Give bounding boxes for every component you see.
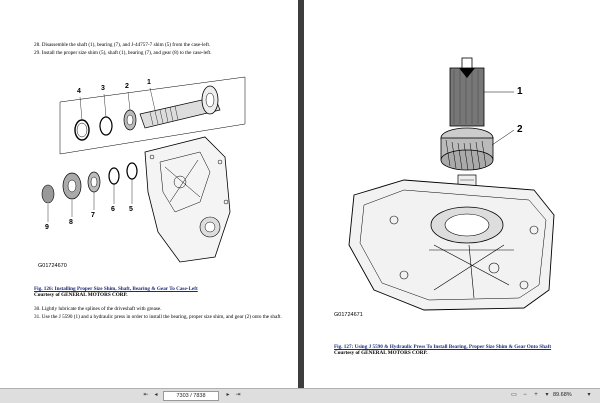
image-id: G01724670 [38,263,67,269]
zoom-out-icon[interactable]: − [523,392,527,398]
courtesy-line: Courtesy of GENERAL MOTORS CORP. [34,292,128,298]
zoom-select-icon[interactable]: ▾ [545,392,549,398]
figure-title-link[interactable]: Fig. 126: Installing Proper Size Shim, S… [34,286,198,292]
step-29: 29. Install the proper size shim (5), sh… [34,50,212,56]
document-viewer[interactable]: 28. Disassemble the shaft (1), bearing (… [0,0,600,388]
zoom-in-icon[interactable]: + [534,392,538,398]
next-page-button[interactable]: ▸ [226,392,230,398]
exploded-shaft-diagram [41,76,246,263]
callout-9: 9 [45,224,49,231]
callout-2: 2 [125,83,129,90]
callout-3: 3 [101,85,105,92]
press-installation-diagram [348,57,555,311]
first-page-button[interactable]: ⇤ [143,392,149,398]
callout-1: 1 [517,86,523,97]
figure-title-link[interactable]: Fig. 127: Using J 5590 & Hydraulic Press… [334,344,552,350]
image-id: G01724671 [334,312,363,318]
callout-5: 5 [129,206,133,213]
courtesy-line: Courtesy of GENERAL MOTORS CORP. [334,350,428,356]
last-page-button[interactable]: ⇥ [235,392,241,398]
page-left: 28. Disassemble the shaft (1), bearing (… [0,0,298,388]
callout-6: 6 [111,206,115,213]
callout-2: 2 [517,124,523,135]
zoom-level[interactable]: 89.68% [553,392,572,398]
figure-caption: Fig. 127: Using J 5590 & Hydraulic Press… [334,344,596,356]
figure-caption: Fig. 126: Installing Proper Size Shim, S… [34,286,284,298]
prev-page-button[interactable]: ◂ [154,392,158,398]
status-bar: ⇤ ◂ 7303 / 7838 ▸ ⇥ ▭ − + ▾ 89.68% ▾ [0,388,600,403]
page-right: 1 2 G01724671 Fig. 127: Using J 5590 & H… [304,0,600,388]
callout-8: 8 [69,219,73,226]
fit-page-icon[interactable]: ▭ [511,392,517,398]
step-30: 30. Lightly lubricate the splines of the… [34,306,162,312]
page-number-input[interactable]: 7303 / 7838 [163,391,219,401]
step-28: 28. Disassemble the shaft (1), bearing (… [34,42,211,48]
zoom-menu-icon[interactable]: ▾ [587,392,591,398]
callout-7: 7 [91,212,95,219]
callout-1: 1 [147,79,151,86]
callout-4: 4 [77,88,81,95]
step-31: 31. Use the J 5590 (1) and a hydraulic p… [34,314,282,320]
